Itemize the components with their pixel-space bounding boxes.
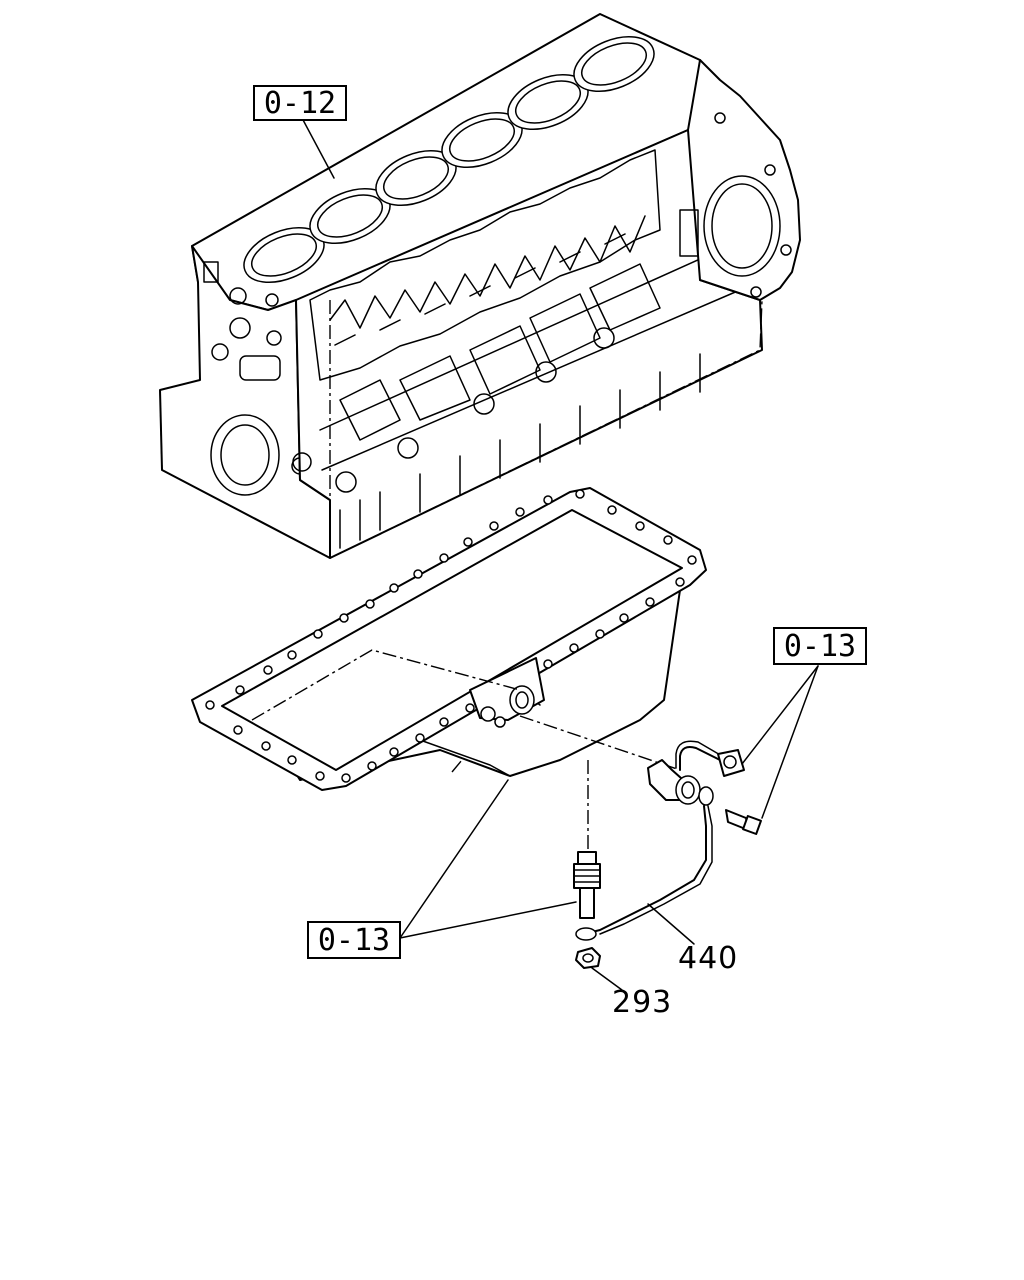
callout-ref-block[interactable]: 0-12 bbox=[253, 85, 347, 121]
part-number-440[interactable]: 440 bbox=[678, 941, 738, 976]
ref-sensor-right-label: 0-13 bbox=[784, 629, 856, 664]
nut-293 bbox=[575, 947, 601, 969]
cylinder-block bbox=[159, 13, 801, 559]
ref-sensor-left-label: 0-13 bbox=[318, 923, 390, 958]
callout-ref-sensor-left[interactable]: 0-13 bbox=[307, 921, 401, 959]
oil-temperature-sensor bbox=[573, 760, 601, 919]
leader-lines bbox=[301, 117, 819, 991]
oil-pan bbox=[191, 487, 707, 791]
ref-block-label: 0-12 bbox=[264, 86, 336, 121]
part-number-293[interactable]: 293 bbox=[612, 985, 672, 1020]
oil-level-sensor-assembly bbox=[519, 715, 762, 835]
ground-cable-440 bbox=[575, 805, 713, 941]
callout-ref-sensor-right[interactable]: 0-13 bbox=[773, 627, 867, 665]
